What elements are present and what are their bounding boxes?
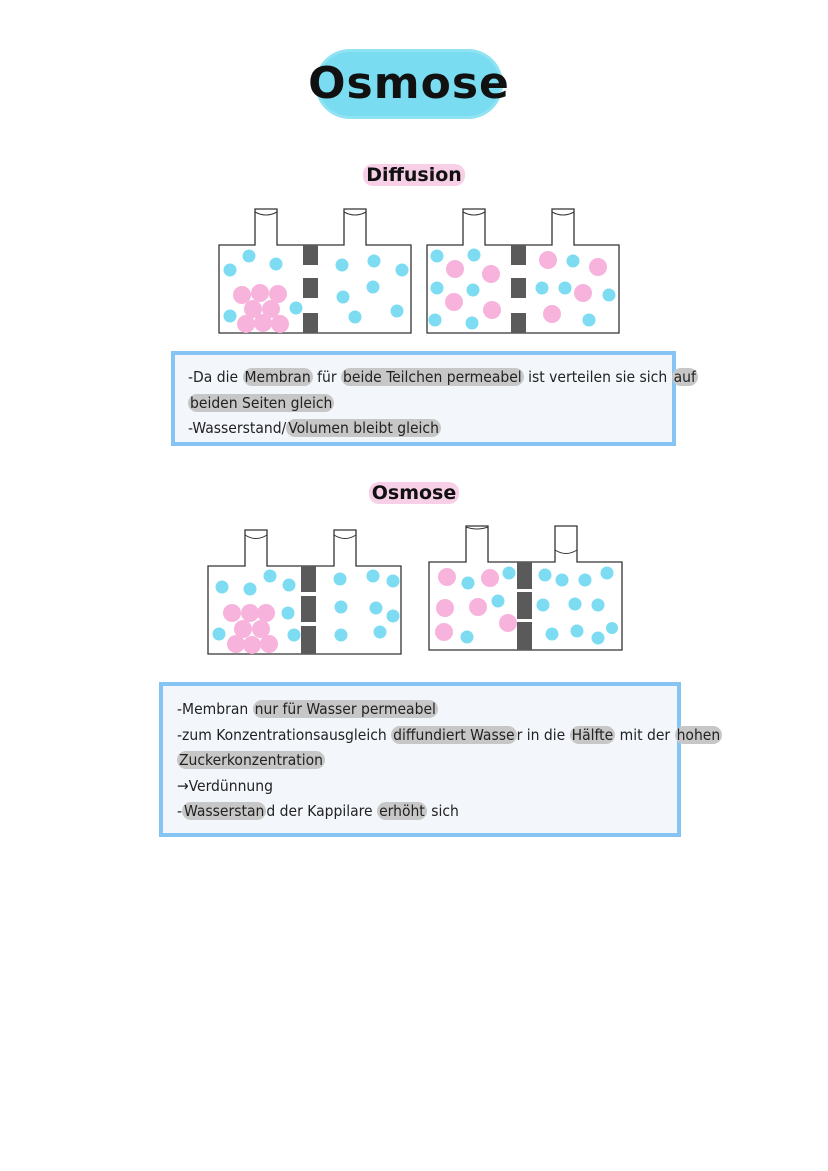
water-particles [212, 569, 400, 642]
membrane [303, 245, 318, 265]
title-highlight: Osmose [308, 52, 509, 116]
capillary-meniscus [462, 211, 486, 216]
note-line: -zum Konzentrationsausgleich diffundiert… [177, 723, 723, 749]
note-text: -Membran [177, 700, 253, 718]
note-text: →Verdünnung [177, 776, 273, 795]
membrane [303, 278, 318, 298]
page-title: Osmose [308, 58, 510, 109]
capillary-meniscus [244, 534, 268, 539]
note-text: für [312, 368, 342, 386]
capillary-meniscus [551, 211, 575, 216]
membrane [301, 626, 316, 654]
osmose-notes-box: -Membran nur für Wasser permeabel -zum K… [159, 682, 723, 837]
sugar-particles [223, 604, 278, 654]
membrane [303, 313, 318, 333]
heading-diffusion: Diffusion [0, 164, 828, 186]
water-particles [460, 566, 618, 645]
highlighted-text: beide Teilchen permeabel [341, 368, 524, 386]
note-line: -Da die Membran für beide Teilchen perme… [188, 365, 698, 391]
capillary-meniscus [554, 549, 578, 554]
highlighted-text: auf [671, 368, 698, 386]
container-outline [428, 525, 623, 651]
note-line: beiden Seiten gleich [188, 391, 660, 417]
note-text: - [177, 802, 183, 820]
note-text: -Da die [188, 368, 243, 386]
membrane [301, 566, 316, 592]
osmose-before-diagram [207, 529, 402, 655]
note-text: mit der [615, 725, 675, 744]
diffusion-after-diagram [426, 208, 620, 334]
highlighted-text: Volumen bleibt gleich [286, 419, 441, 437]
capillary-meniscus [343, 211, 367, 216]
note-line: Zuckerkonzentration [177, 748, 665, 774]
highlighted-text: diffundiert Wasse [391, 725, 517, 744]
highlighted-text: Wasserstan [182, 802, 267, 820]
note-text: -Wasserstand/ [188, 419, 287, 437]
note-text: r in die [516, 725, 570, 744]
note-text: -zum Konzentrationsausgleich [177, 725, 392, 744]
note-line: -Membran nur für Wasser permeabel [177, 697, 665, 723]
membrane [517, 622, 532, 650]
capillary-meniscus [333, 534, 357, 539]
container-outline [207, 529, 402, 655]
note-text: ist verteilen sie sich [523, 368, 672, 386]
note-text: sich [426, 802, 459, 820]
diffusion-before-diagram [218, 208, 412, 334]
container-outline [218, 208, 412, 334]
highlighted-text: Membran [242, 368, 313, 386]
note-line: -Wasserstand/Volumen bleibt gleich [188, 416, 660, 442]
container-outline [426, 208, 620, 334]
highlighted-text: Zuckerkonzentration [177, 751, 325, 769]
water-particles [223, 249, 409, 324]
membrane [517, 562, 532, 589]
osmose-after-diagram [428, 525, 623, 651]
heading-osmose-text: Osmose [368, 482, 460, 504]
note-text: d der Kappilare [266, 802, 378, 820]
heading-osmose: Osmose [0, 482, 828, 504]
membrane [511, 245, 526, 265]
highlighted-text: hohen [674, 725, 723, 744]
membrane [301, 596, 316, 622]
capillary-meniscus [254, 211, 278, 216]
highlighted-text: Hälfte [569, 725, 616, 744]
note-line: →Verdünnung [177, 774, 665, 800]
membrane [517, 592, 532, 619]
membrane [511, 313, 526, 333]
heading-diffusion-text: Diffusion [363, 164, 465, 186]
sugar-particles [445, 251, 607, 323]
highlighted-text: nur für Wasser permeabel [252, 700, 438, 718]
membrane [511, 278, 526, 298]
highlighted-text: erhöht [377, 802, 427, 820]
diffusion-notes-box: -Da die Membran für beide Teilchen perme… [171, 351, 698, 446]
sugar-particles [233, 284, 289, 333]
highlighted-text: beiden Seiten gleich [188, 393, 335, 412]
capillary-meniscus [465, 526, 489, 530]
sugar-particles [435, 568, 517, 641]
water-particles [428, 248, 616, 330]
